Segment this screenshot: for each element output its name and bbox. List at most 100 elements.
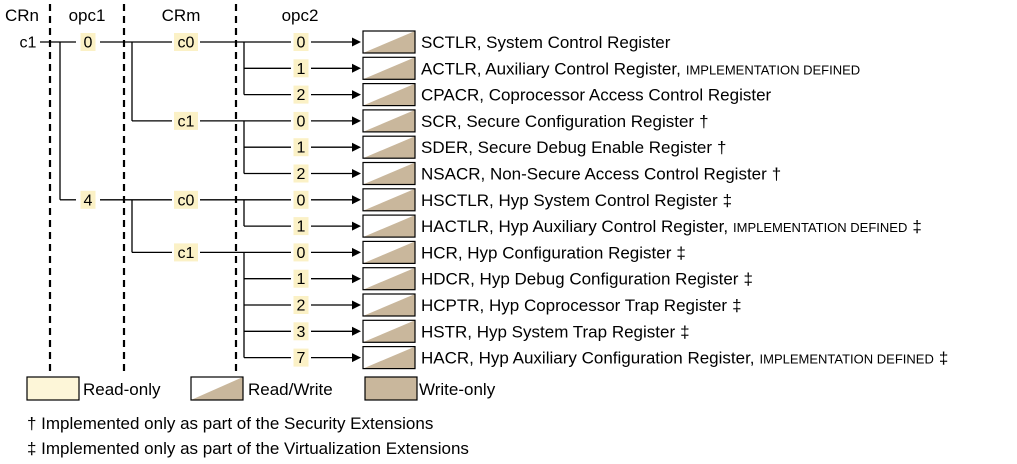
opc2-label-highlight: [293, 59, 309, 78]
register-title: HACTLR, Hyp Auxiliary Control Register,: [421, 217, 728, 236]
register-name: HSCTLR, Hyp System Control Register ‡: [421, 191, 732, 210]
opc2-label: 0: [297, 113, 306, 130]
implementation-defined-note: IMPLEMENTATION DEFINED: [733, 220, 907, 235]
access-box-read-write: [362, 188, 416, 212]
footnote-mark: ‡: [676, 243, 685, 262]
register-title: HSCTLR, Hyp System Control Register: [421, 191, 718, 210]
register-name: SCR, Secure Configuration Register†: [421, 112, 709, 131]
header-crm: CRm: [162, 6, 201, 25]
opc2-label-highlight: [293, 138, 309, 157]
register-name: HACTLR, Hyp Auxiliary Control Register, I…: [421, 217, 922, 236]
access-box-read-write: [362, 346, 416, 370]
opc2-label: 2: [297, 298, 306, 315]
opc2-label-highlight: [293, 111, 309, 130]
arrow-head: [352, 142, 361, 152]
footnote-mark: ‡: [743, 270, 752, 289]
opc2-label: 0: [297, 245, 306, 262]
opc2-label: 1: [297, 61, 306, 78]
register-name: ACTLR, Auxiliary Control Register, IMPLEM…: [421, 59, 860, 78]
crm-label-highlight: [174, 243, 198, 262]
register-name: HDCR, Hyp Debug Configuration Register‡: [421, 270, 753, 289]
opc2-label-highlight: [293, 190, 309, 209]
footnote-mark: ‡: [723, 191, 732, 210]
footnote-mark: ‡: [939, 349, 948, 368]
opc2-label-highlight: [293, 243, 309, 262]
opc1-label-highlight: [80, 33, 96, 51]
opc2-label-highlight: [293, 322, 309, 341]
arrow-head: [352, 221, 361, 231]
footnote: ‡ Implemented only as part of the Virtua…: [27, 439, 469, 458]
footnote-mark: †: [699, 112, 708, 131]
footnote-mark: ‡: [912, 217, 921, 236]
opc2-label: 2: [297, 166, 306, 183]
arrow-head: [352, 63, 361, 73]
footnote: † Implemented only as part of the Securi…: [27, 414, 433, 433]
register-name: HCPTR, Hyp Coprocessor Trap Register ‡: [421, 296, 742, 315]
access-box-read-write: [362, 82, 416, 107]
arrow-head: [352, 300, 361, 310]
opc2-label: 2: [297, 87, 306, 104]
register-name: SDER, Secure Debug Enable Register †: [421, 138, 727, 157]
implementation-defined-note: IMPLEMENTATION DEFINED: [686, 62, 860, 77]
register-title: HSTR, Hyp System Trap Register: [421, 322, 675, 341]
opc1-label-highlight: [80, 190, 96, 209]
footnote-mark: ‡: [680, 322, 689, 341]
legend-label-write-only: Write-only: [419, 380, 496, 399]
register-title: HDCR, Hyp Debug Configuration Register: [421, 270, 739, 289]
opc2-label: 0: [297, 192, 306, 209]
opc2-label: 1: [297, 271, 306, 288]
opc2-label: 1: [297, 140, 306, 157]
register-title: NSACR, Non-Secure Access Control Registe…: [421, 165, 767, 184]
arrow-head: [352, 353, 361, 363]
opc2-label: 0: [297, 35, 306, 52]
opc1-label: 4: [84, 192, 93, 209]
arrow-head: [352, 116, 361, 126]
arrow-head: [352, 274, 361, 284]
legend-label-read-only: Read-only: [83, 380, 161, 399]
access-box-read-write: [362, 293, 416, 317]
register-name: CPACR, Coprocessor Access Control Regist…: [421, 86, 772, 105]
legend-label-read-write: Read/Write: [248, 380, 333, 399]
opc2-label: 7: [297, 350, 306, 367]
register-name: NSACR, Non-Secure Access Control Registe…: [421, 165, 781, 184]
arrow-head: [352, 90, 361, 100]
opc2-label: 3: [297, 324, 306, 341]
crm-label: c0: [178, 35, 195, 52]
footnote-mark: †: [772, 165, 781, 184]
register-name: HACR, Hyp Auxiliary Configuration Regist…: [421, 349, 948, 368]
arrow-head: [352, 247, 361, 257]
header-opc2: opc2: [282, 6, 319, 25]
register-title: ACTLR, Auxiliary Control Register,: [421, 59, 681, 78]
access-box-read-write: [362, 240, 416, 264]
register-name: SCTLR, System Control Register: [421, 33, 671, 52]
access-box-read-write: [362, 109, 416, 133]
crm-label-highlight: [174, 33, 198, 51]
crm-label: c1: [178, 113, 195, 130]
arrow-head: [352, 326, 361, 336]
footnote-mark: †: [717, 138, 726, 157]
crm-label: c1: [178, 245, 195, 262]
register-title: HCR, Hyp Configuration Register: [421, 243, 672, 262]
register-title: SDER, Secure Debug Enable Register: [421, 138, 712, 157]
access-box-read-write: [362, 135, 416, 159]
crm-label: c0: [178, 192, 195, 209]
crm-label-highlight: [174, 111, 198, 130]
opc2-label-highlight: [293, 348, 309, 367]
opc1-label: 0: [84, 35, 93, 52]
arrow-head: [352, 195, 361, 205]
crm-label-highlight: [174, 190, 198, 209]
access-box-read-write: [362, 214, 416, 238]
crn-label: c1: [20, 35, 37, 52]
opc2-label-highlight: [293, 296, 309, 314]
access-box-read-write: [362, 319, 416, 343]
opc2-label-highlight: [293, 164, 309, 183]
access-box-read-write: [362, 56, 416, 80]
register-title: HCPTR, Hyp Coprocessor Trap Register: [421, 296, 727, 315]
opc2-label-highlight: [293, 85, 309, 104]
opc2-label: 1: [297, 219, 306, 236]
header-crn: CRn: [5, 6, 39, 25]
arrow-head: [352, 37, 361, 47]
opc2-label-highlight: [293, 217, 309, 236]
footnote-mark: ‡: [732, 296, 741, 315]
